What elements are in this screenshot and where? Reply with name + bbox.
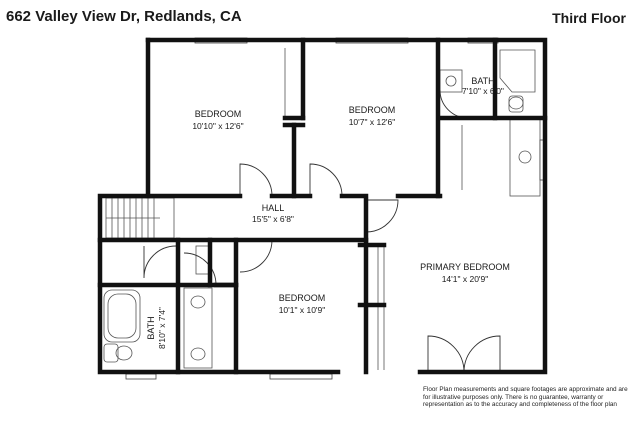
bath-left-dims: 8'10" x 7'4" xyxy=(157,307,167,349)
fixture-lines xyxy=(103,48,541,370)
window-bath-left xyxy=(125,373,157,380)
door-bath-left xyxy=(143,245,177,279)
floor-label: Third Floor xyxy=(552,10,626,26)
primary-bedroom-dims: 14'1" x 20'9" xyxy=(442,274,489,284)
door-balcony-right xyxy=(463,335,501,373)
bedroom-1-dims: 10'10" x 12'6" xyxy=(192,121,243,131)
top-bath-vanity xyxy=(439,69,463,93)
door-bedroom-1 xyxy=(239,163,273,197)
sink-upper xyxy=(190,295,206,309)
door-swings xyxy=(143,89,501,373)
bedroom-1-name: BEDROOM xyxy=(195,109,242,119)
door-bedroom-3 xyxy=(239,239,273,273)
bath-vanity xyxy=(183,287,213,369)
door-bedroom-2 xyxy=(309,163,343,197)
bath-top-dims: 7'10" x 6'0" xyxy=(462,86,504,96)
bathtub xyxy=(103,289,141,343)
room-labels: BEDROOM 10'10" x 12'6" BEDROOM 10'7" x 1… xyxy=(146,76,510,349)
primary-sink xyxy=(518,150,532,164)
walls xyxy=(97,37,548,375)
hall-name: HALL xyxy=(262,203,285,213)
property-address: 662 Valley View Dr, Redlands, CA xyxy=(6,8,242,25)
shower xyxy=(499,49,536,93)
vanity-counter xyxy=(509,117,541,197)
hall-dims: 15'5" x 6'8" xyxy=(252,214,294,224)
sink-lower xyxy=(190,347,206,361)
bedroom-2-dims: 10'7" x 12'6" xyxy=(349,117,396,127)
primary-bedroom-name: PRIMARY BEDROOM xyxy=(420,262,510,272)
bedroom-3-dims: 10'1" x 10'9" xyxy=(279,305,326,315)
window-bedroom-3 xyxy=(269,373,333,380)
disclaimer-text: Floor Plan measurements and square foota… xyxy=(423,386,628,409)
bedroom-2-name: BEDROOM xyxy=(349,105,396,115)
door-balcony-left xyxy=(427,335,465,373)
bedroom-3-name: BEDROOM xyxy=(279,293,326,303)
toilet-left-bath xyxy=(103,343,119,363)
bath-top-name: BATH xyxy=(471,76,494,86)
door-primary xyxy=(365,199,399,233)
bath-left-name: BATH xyxy=(146,316,156,339)
